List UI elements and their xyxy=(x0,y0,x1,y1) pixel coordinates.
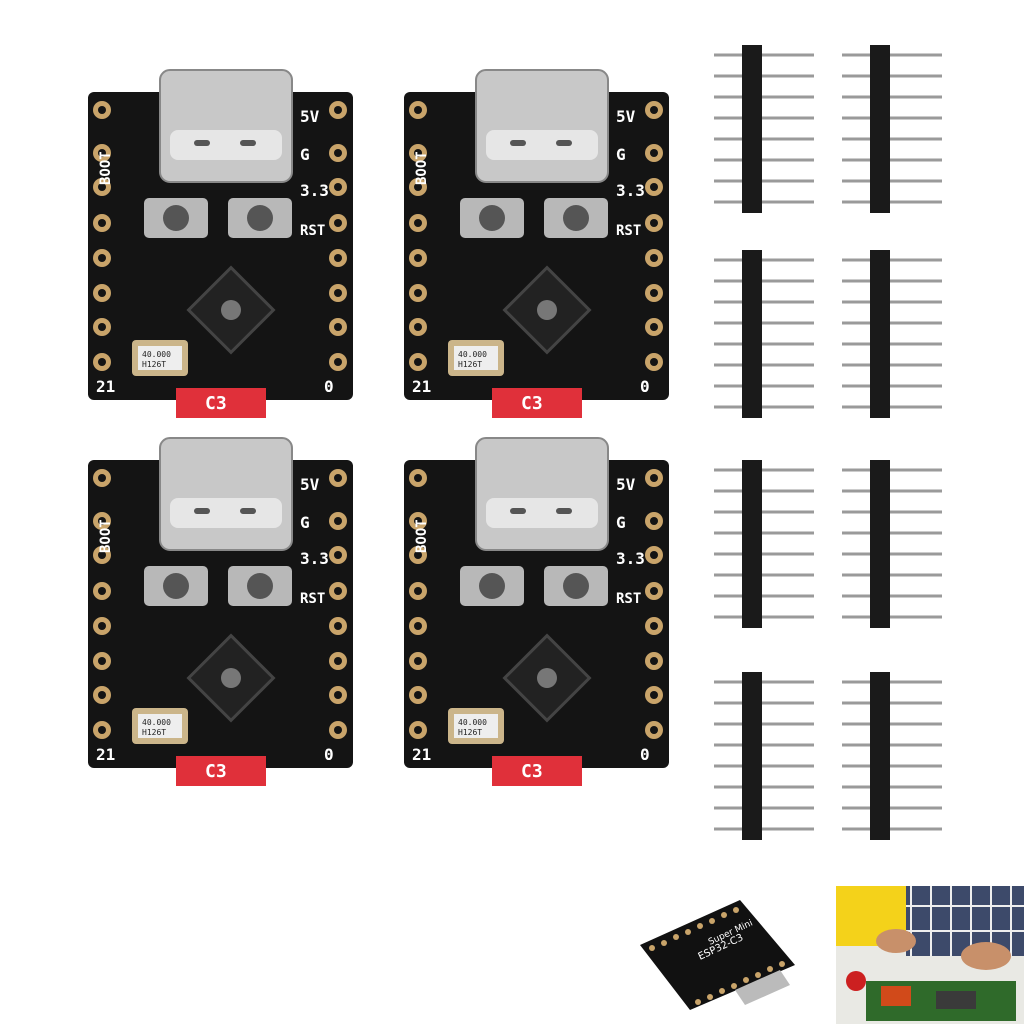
esp32-c3-board-2: BOOT 5V G 3.3 RST 21 0 C3 40.000 H126T xyxy=(404,69,669,418)
board-2-graphic: BOOT 5V G 3.3 RST 21 0 C3 40.000 H126T xyxy=(404,69,669,418)
board-4-graphic: BOOT 5V G 3.3 RST 21 0 C3 40.000 H126T xyxy=(404,437,669,786)
pin-header-6 xyxy=(842,460,942,630)
board-1-crystal-code: H126T xyxy=(142,360,166,369)
board-4-label-boot: BOOT xyxy=(414,519,430,553)
pin-header-6-graphic xyxy=(842,460,942,628)
board-2-chip-tag: C3 xyxy=(521,393,543,414)
board-4-label-3v3: 3.3 xyxy=(616,549,645,568)
board-4-label-5v: 5V xyxy=(616,475,636,494)
esp32-c3-board-3: BOOT 5V G 3.3 RST 21 0 C3 40.000 H126T xyxy=(88,437,353,786)
board-4-crystal-label: 40.000 xyxy=(458,718,487,727)
board-2-label-boot: BOOT xyxy=(414,151,430,185)
board-3-chip-tag: C3 xyxy=(205,761,227,782)
board-2-label-3v3: 3.3 xyxy=(616,181,645,200)
pin-header-8-graphic xyxy=(842,672,942,840)
board-4-crystal-code: H126T xyxy=(458,728,482,737)
board-3-label-boot: BOOT xyxy=(98,519,114,553)
board-2-label-g: G xyxy=(616,145,626,164)
pin-header-4 xyxy=(842,250,942,420)
module-thumbnail: ESP32-C3 Super Mini xyxy=(630,890,800,1020)
board-3-label-rst: RST xyxy=(300,591,325,607)
board-1-label-3v3: 3.3 xyxy=(300,181,329,200)
board-1-label-0: 0 xyxy=(324,377,334,396)
workbench-photo xyxy=(836,886,1024,1024)
board-1-label-g: G xyxy=(300,145,310,164)
pin-header-5-graphic xyxy=(714,460,814,628)
pin-header-3-graphic xyxy=(714,250,814,418)
pin-header-7-graphic xyxy=(714,672,814,840)
board-4-chip-tag: C3 xyxy=(521,761,543,782)
board-4-label-rst: RST xyxy=(616,591,641,607)
pin-header-1-graphic xyxy=(714,45,814,213)
board-3-label-5v: 5V xyxy=(300,475,320,494)
board-3-label-3v3: 3.3 xyxy=(300,549,329,568)
esp32-c3-board-1: BOOT 5V G 3.3 RST 21 0 C3 40.000 H126T xyxy=(88,69,353,418)
board-3-crystal-code: H126T xyxy=(142,728,166,737)
board-1-label-5v: 5V xyxy=(300,107,320,126)
pin-header-4-graphic xyxy=(842,250,942,418)
board-1-crystal-label: 40.000 xyxy=(142,350,171,359)
board-1-label-rst: RST xyxy=(300,223,325,239)
pin-header-5 xyxy=(714,460,814,630)
pin-header-1 xyxy=(714,45,814,215)
board-3-graphic: BOOT 5V G 3.3 RST 21 0 C3 40.000 H126T xyxy=(88,437,353,786)
board-3-crystal-label: 40.000 xyxy=(142,718,171,727)
pin-header-2-graphic xyxy=(842,45,942,213)
pin-header-3 xyxy=(714,250,814,420)
board-4-label-0: 0 xyxy=(640,745,650,764)
board-3-label-21: 21 xyxy=(96,745,115,764)
board-2-crystal-label: 40.000 xyxy=(458,350,487,359)
board-1-graphic: BOOT 5V G 3.3 RST 21 0 C3 40.000 H126T xyxy=(88,69,353,418)
board-4-label-21: 21 xyxy=(412,745,431,764)
pin-header-2 xyxy=(842,45,942,215)
esp32-c3-board-4: BOOT 5V G 3.3 RST 21 0 C3 40.000 H126T xyxy=(404,437,669,786)
board-1-label-21: 21 xyxy=(96,377,115,396)
board-2-label-5v: 5V xyxy=(616,107,636,126)
workbench-photo-graphic xyxy=(836,886,1024,1024)
module-thumbnail-graphic: ESP32-C3 Super Mini xyxy=(640,900,795,1010)
board-2-label-21: 21 xyxy=(412,377,431,396)
board-1-label-boot: BOOT xyxy=(98,151,114,185)
pin-header-7 xyxy=(714,672,814,842)
board-2-label-rst: RST xyxy=(616,223,641,239)
board-1-chip-tag: C3 xyxy=(205,393,227,414)
board-3-label-0: 0 xyxy=(324,745,334,764)
board-2-crystal-code: H126T xyxy=(458,360,482,369)
board-4-label-g: G xyxy=(616,513,626,532)
pin-header-8 xyxy=(842,672,942,842)
board-3-label-g: G xyxy=(300,513,310,532)
board-2-label-0: 0 xyxy=(640,377,650,396)
